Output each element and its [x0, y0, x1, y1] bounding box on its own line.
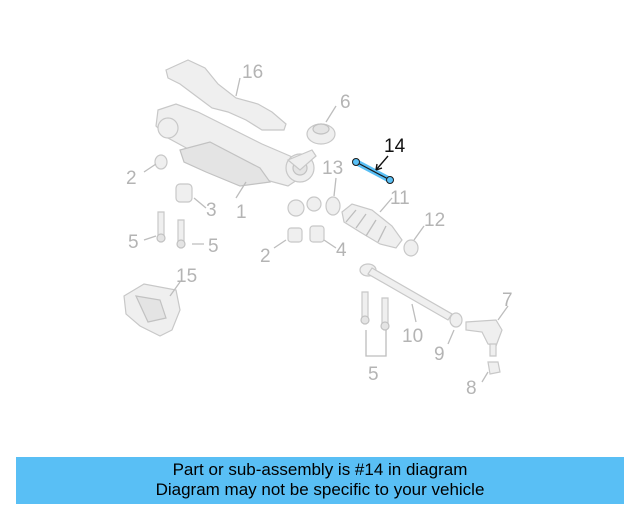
banner-line-1: Part or sub-assembly is #14 in diagram	[172, 460, 468, 479]
part-5-bolts-lower: 5	[360, 291, 390, 385]
label-13: 13	[322, 158, 343, 179]
parts-diagram: 16 1 6 14 13 11	[123, 59, 513, 399]
label-6: 6	[340, 92, 351, 113]
part-5-bolts-left: 5 5	[128, 211, 219, 257]
part-1-steering-rack: 1	[155, 103, 322, 223]
part-4-bushing: 4	[309, 225, 347, 261]
label-16: 16	[242, 62, 263, 83]
part-9-nut: 9	[434, 312, 463, 365]
part-16-heat-shield: 16	[165, 59, 287, 131]
part-15-cover: 15	[123, 266, 197, 337]
label-5-mid: 5	[208, 236, 219, 257]
part-7-tie-rod-end: 7	[465, 290, 513, 357]
label-2-lower: 2	[260, 246, 271, 267]
label-5-left: 5	[128, 232, 139, 253]
label-4: 4	[336, 240, 347, 261]
part-6-bushing: 6	[306, 92, 351, 145]
label-11: 11	[390, 188, 410, 209]
part-2-mount-upper: 2	[126, 154, 168, 189]
part-14-link: 14	[352, 136, 406, 184]
label-8: 8	[466, 378, 477, 399]
label-7: 7	[502, 290, 513, 311]
info-banner: Part or sub-assembly is #14 in diagram D…	[16, 457, 624, 504]
part-2-mount-lower: 2	[260, 227, 303, 267]
label-14: 14	[384, 136, 406, 157]
label-10: 10	[402, 326, 423, 347]
label-3: 3	[206, 200, 217, 221]
part-10-tie-rod: 10	[359, 263, 453, 347]
part-11-boot: 11	[341, 188, 410, 249]
label-5-lower: 5	[368, 364, 379, 385]
part-3-bushing: 3	[175, 183, 217, 221]
part-8-nut: 8	[466, 361, 501, 399]
label-2-upper: 2	[126, 168, 137, 189]
part-13-clamp: 13	[322, 158, 343, 216]
label-1: 1	[236, 202, 247, 223]
banner-line-2: Diagram may not be specific to your vehi…	[155, 480, 485, 499]
part-12-clamp: 12	[403, 210, 445, 257]
label-15: 15	[176, 266, 197, 287]
label-12: 12	[424, 210, 445, 231]
label-9: 9	[434, 344, 445, 365]
